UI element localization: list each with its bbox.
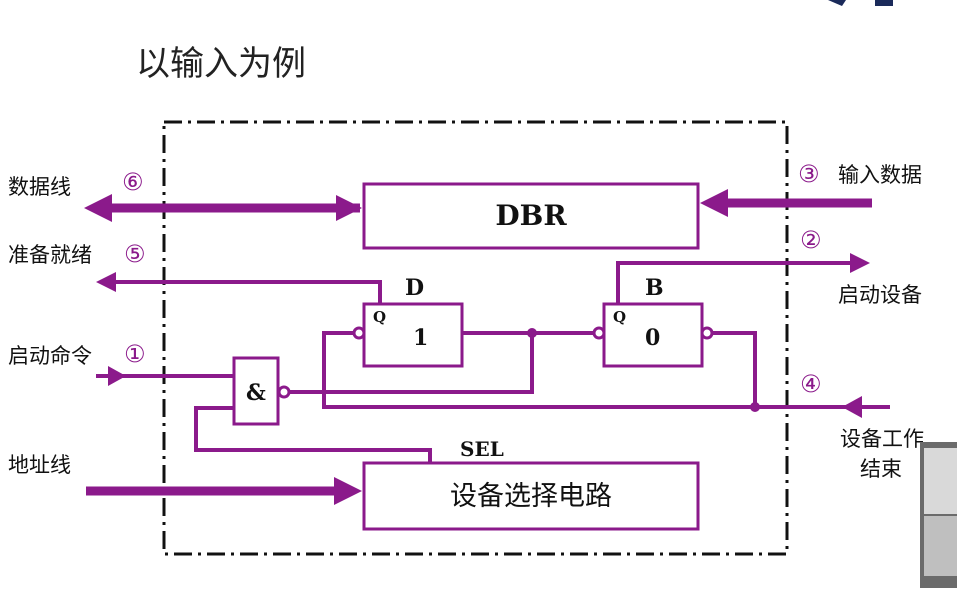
start-cmd-arrow [108, 366, 126, 386]
and-gate-box [232, 356, 280, 426]
input-data-label: 输入数据 [838, 163, 922, 187]
ready-label: 准备就绪 [8, 243, 92, 267]
ready-wire [96, 272, 382, 304]
webcam-window-light [924, 448, 957, 514]
sel-label: SEL [460, 437, 504, 461]
d-q-label: Q [373, 308, 386, 326]
and-gate-label: & [246, 380, 266, 406]
interface-boundary [162, 120, 789, 556]
start-device-label: 启动设备 [838, 283, 922, 307]
slide-subtitle: 以输入为例 [136, 44, 306, 84]
d-flipflop-label: D [405, 275, 424, 301]
d-flipflop-box [362, 302, 464, 368]
logo-fragment-2 [875, 0, 893, 6]
address-line-label: 地址线 [8, 453, 71, 477]
input-data-number: ③ [798, 160, 820, 188]
data-line-number: ⑥ [122, 168, 144, 196]
ready-number: ⑤ [124, 240, 146, 268]
d-reset-wire [322, 331, 755, 409]
cropped-title-remnant [125, 0, 665, 4]
work-done-label-line2: 结束 [860, 457, 902, 481]
logo-fragment [828, 0, 846, 6]
and-feedback-wire [290, 333, 534, 394]
work-done-label-line1: 设备工作 [840, 427, 924, 451]
data-line-left-arrow [84, 194, 112, 222]
device-select-box [362, 461, 700, 531]
b-output-bubble [700, 326, 714, 340]
start-device-number: ② [800, 226, 822, 254]
d-inverter-bubble [352, 326, 366, 340]
start-cmd-label: 启动命令 [8, 344, 92, 368]
work-done-number: ④ [800, 370, 822, 398]
b-output-wire [712, 331, 757, 407]
dbr-box [362, 182, 700, 250]
device-select-label: 设备选择电路 [450, 481, 612, 512]
b-q-label: Q [613, 308, 626, 326]
start-device-wire [616, 253, 870, 304]
dbr-label: DBR [495, 199, 567, 232]
b-flipflop-label: B [645, 275, 664, 301]
b-inverter-bubble [592, 326, 606, 340]
start-cmd-number: ① [124, 340, 146, 368]
sel-wire [194, 406, 432, 463]
b-flipflop-value: 0 [645, 325, 660, 351]
address-line-arrow [334, 477, 362, 505]
input-data-arrow [700, 189, 728, 217]
and-output-bubble [277, 385, 291, 399]
webcam-window-mid [924, 516, 957, 576]
data-line-label: 数据线 [8, 175, 71, 199]
data-line-right-arrow [336, 195, 362, 221]
work-done-arrow [842, 396, 862, 418]
d-flipflop-value: 1 [413, 325, 428, 351]
